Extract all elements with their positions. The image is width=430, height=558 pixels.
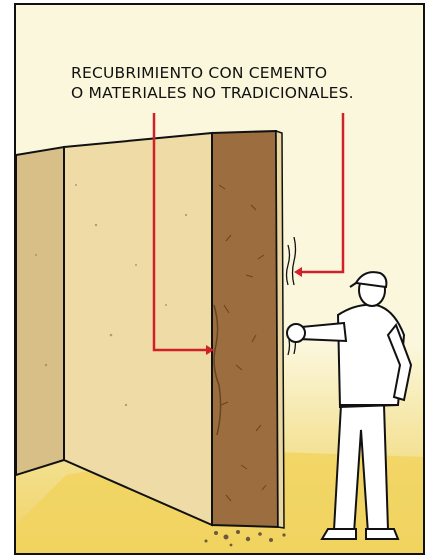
pointer-line-coating [301,113,345,274]
arrow-icon [206,345,214,355]
caption: RECUBRIMIENTO CON CEMENTO O MATERIALES N… [71,63,423,103]
caption-line-2: O MATERIALES NO TRADICIONALES. [71,84,354,102]
arrow-icon [294,267,302,277]
wall-illustration [16,113,423,553]
side-wall [16,145,65,477]
pointer-lines [152,113,345,352]
worker-figure [286,271,413,540]
caption-line-1: RECUBRIMIENTO CON CEMENTO [71,64,328,82]
cement-coating [275,129,285,529]
debris-icon [204,530,286,547]
pointer-line-core [152,113,208,352]
illustration-frame: RECUBRIMIENTO CON CEMENTO O MATERIALES N… [14,3,425,555]
front-wall [63,131,213,527]
